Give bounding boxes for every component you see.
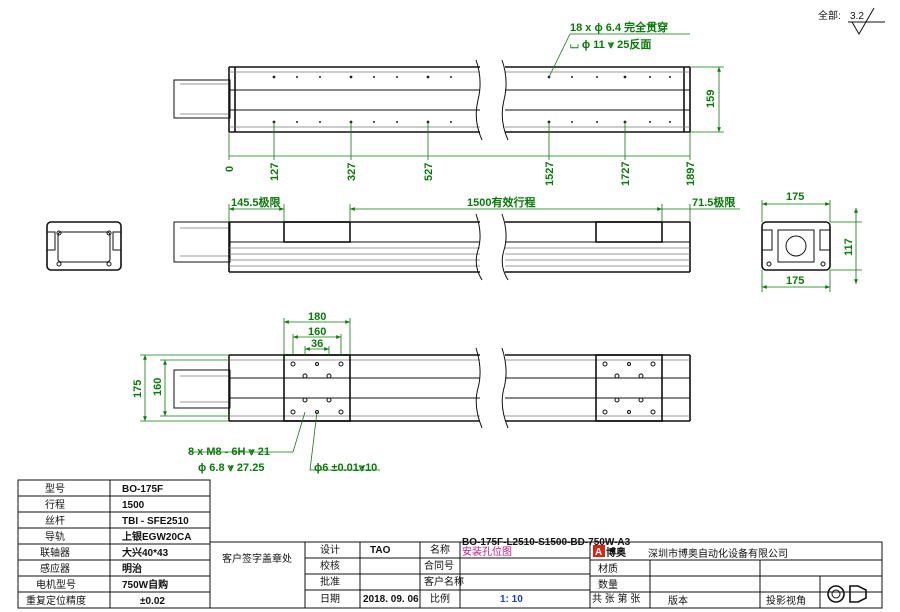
spec-value: ±0.02: [140, 596, 165, 607]
material-label: 材质: [598, 562, 618, 575]
carriage-holes: [290, 361, 656, 415]
hole-note-line1: 18 x ϕ 6.4 完全贯穿: [570, 20, 668, 34]
x-tick-label: 1897: [685, 162, 697, 186]
spec-value: BO-175F: [122, 484, 163, 495]
tapped-holes-note: 8 x M8 - 6H ⩔ 21: [188, 446, 270, 458]
company-logo: A 博奥: [593, 545, 627, 559]
spec-value: 1500: [122, 500, 145, 511]
top-view: 0 127 327 527 1527 1727 1897 159 18 x ϕ …: [173, 20, 724, 186]
tap-drill-note: ϕ 6.8 ⩔ 27.25: [198, 462, 264, 474]
height-dimension: 159: [705, 90, 717, 108]
bottom-view: 180 160 36 175 160 8 x M8 - 6H ⩔ 21 ϕ 6.…: [132, 311, 691, 474]
dim-36: 36: [311, 338, 323, 350]
date-label: 日期: [320, 593, 340, 605]
spec-label: 电机型号: [36, 578, 76, 591]
carriage-left: [283, 221, 351, 243]
spec-label: 重复定位精度: [26, 594, 86, 607]
break-line: [475, 59, 483, 141]
contract-label: 合同号: [424, 559, 454, 572]
dim-160: 160: [308, 326, 326, 338]
drawing-name: 安装孔位图: [462, 545, 512, 558]
carriage-plate-left: [283, 354, 351, 422]
break-line: [501, 59, 509, 141]
end-height: 117: [843, 238, 855, 256]
right-limit-dim: 71.5极限: [692, 195, 735, 209]
left-end-view: [46, 221, 122, 271]
x-tick-label: 127: [269, 163, 281, 181]
pin-hole-note: ϕ6 ±0.01⩔10: [314, 462, 377, 474]
right-end-view: 175 117 175: [761, 191, 862, 292]
roughness-check-icon: [848, 7, 885, 35]
spec-value: 上银EGW20CA: [122, 530, 191, 543]
spec-label: 联轴器: [40, 546, 70, 559]
first-angle-projection-icon: [827, 585, 867, 603]
quantity-label: 数量: [598, 578, 618, 591]
hole-note-line2: ⌴ ϕ 11 ⩔ 25反面: [570, 37, 651, 51]
customer-name-label: 客户名称: [424, 575, 464, 588]
spec-value: 明治: [122, 562, 142, 575]
stroke-dim: 1500有效行程: [467, 195, 535, 209]
projection-label: 投影视角: [766, 594, 806, 607]
spec-label: 丝杆: [45, 515, 65, 527]
dim-175-vertical: 175: [132, 380, 144, 398]
surface-label: 全部:: [818, 9, 841, 22]
end-width-top: 175: [786, 191, 804, 203]
x-tick-label: 327: [346, 163, 358, 181]
spec-value: 750W自购: [122, 578, 168, 591]
customer-sign-label: 客户签字盖章处: [222, 552, 292, 565]
svg-text:A: A: [595, 547, 602, 558]
dim-180: 180: [308, 311, 326, 323]
design-label: 设计: [320, 543, 340, 556]
check-label: 校核: [320, 559, 340, 572]
left-limit-dim: 145.5极限: [231, 195, 281, 209]
name-label: 名称: [430, 543, 450, 556]
spec-label: 感应器: [40, 562, 70, 575]
spec-table: 型号 BO-175F 行程 1500 丝杆 TBI - SFE2510 导轨 上…: [17, 479, 211, 609]
dim-160-vertical: 160: [152, 378, 164, 396]
carriage-right: [595, 221, 663, 243]
company-name: 深圳市博奥自动化设备有限公司: [648, 547, 788, 560]
spec-value: 大兴40*43: [122, 546, 169, 559]
spec-label: 型号: [45, 482, 65, 495]
x-tick-label: 1527: [544, 162, 556, 186]
x-tick-label: 527: [423, 163, 435, 181]
spec-value: TBI - SFE2510: [122, 516, 189, 527]
x-tick-label: 0: [224, 166, 236, 172]
mounting-holes-top: [272, 75, 671, 124]
approve-label: 批准: [320, 575, 340, 588]
x-tick-label: 1727: [620, 162, 632, 186]
title-block: 客户签字盖章处 BO-175F-L2510-S1500-BD-750W-A3 设…: [209, 537, 883, 609]
finish-label: 版本: [668, 594, 688, 607]
design-value: TAO: [370, 545, 391, 556]
x-tick-labels: 0 127 327 527 1527 1727 1897: [224, 162, 697, 186]
sheet-label: 共 张 第 张: [592, 592, 640, 605]
surface-roughness-symbol: 全部: 3.2: [818, 7, 885, 35]
end-width-bottom: 175: [786, 275, 804, 287]
carriage-plate-right: [595, 354, 663, 422]
spec-label: 行程: [45, 498, 65, 511]
company-logo-text: 博奥: [606, 546, 627, 559]
surface-value: 3.2: [850, 11, 864, 22]
spec-label: 导轨: [45, 530, 65, 543]
scale-label: 比例: [430, 592, 450, 605]
side-view: 145.5极限 1500有效行程 71.5极限: [173, 195, 740, 281]
scale-value: 1: 10: [500, 594, 523, 605]
part-number: BO-175F-L2510-S1500-BD-750W-A3: [462, 537, 631, 548]
date-value: 2018. 09. 06: [363, 594, 419, 605]
